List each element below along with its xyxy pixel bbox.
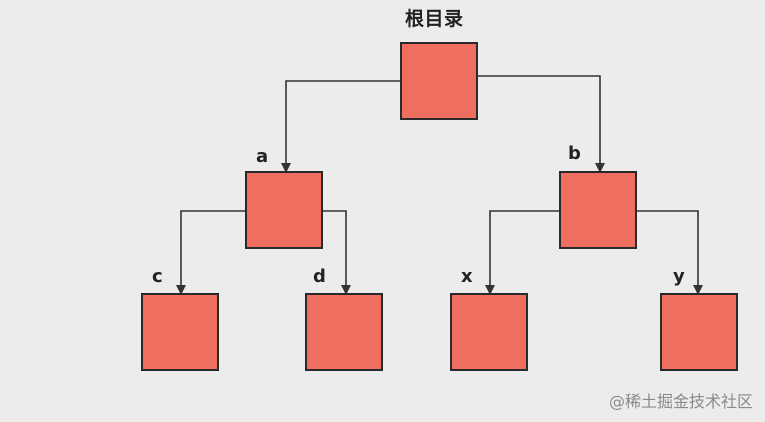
edge-root-a xyxy=(281,80,400,173)
node-b-label: b xyxy=(568,143,581,164)
node-x-label: x xyxy=(461,266,473,287)
node-d-label: d xyxy=(313,266,326,287)
node-c-label: c xyxy=(152,266,163,287)
watermark-text: @稀土掘金技术社区 xyxy=(608,392,753,411)
edge-root-b xyxy=(478,75,605,173)
node-y-label: y xyxy=(673,266,685,287)
node-b xyxy=(559,171,637,249)
node-c xyxy=(141,293,219,371)
node-y xyxy=(660,293,738,371)
edge-b-x xyxy=(485,210,559,295)
edge-a-d xyxy=(323,210,351,295)
node-a-label: a xyxy=(256,146,269,167)
node-d xyxy=(305,293,383,371)
edge-a-c xyxy=(176,210,245,295)
root-label: 根目录 xyxy=(405,8,464,30)
edge-b-y xyxy=(637,210,703,295)
node-a xyxy=(245,171,323,249)
node-x xyxy=(450,293,528,371)
root-node xyxy=(400,42,478,120)
